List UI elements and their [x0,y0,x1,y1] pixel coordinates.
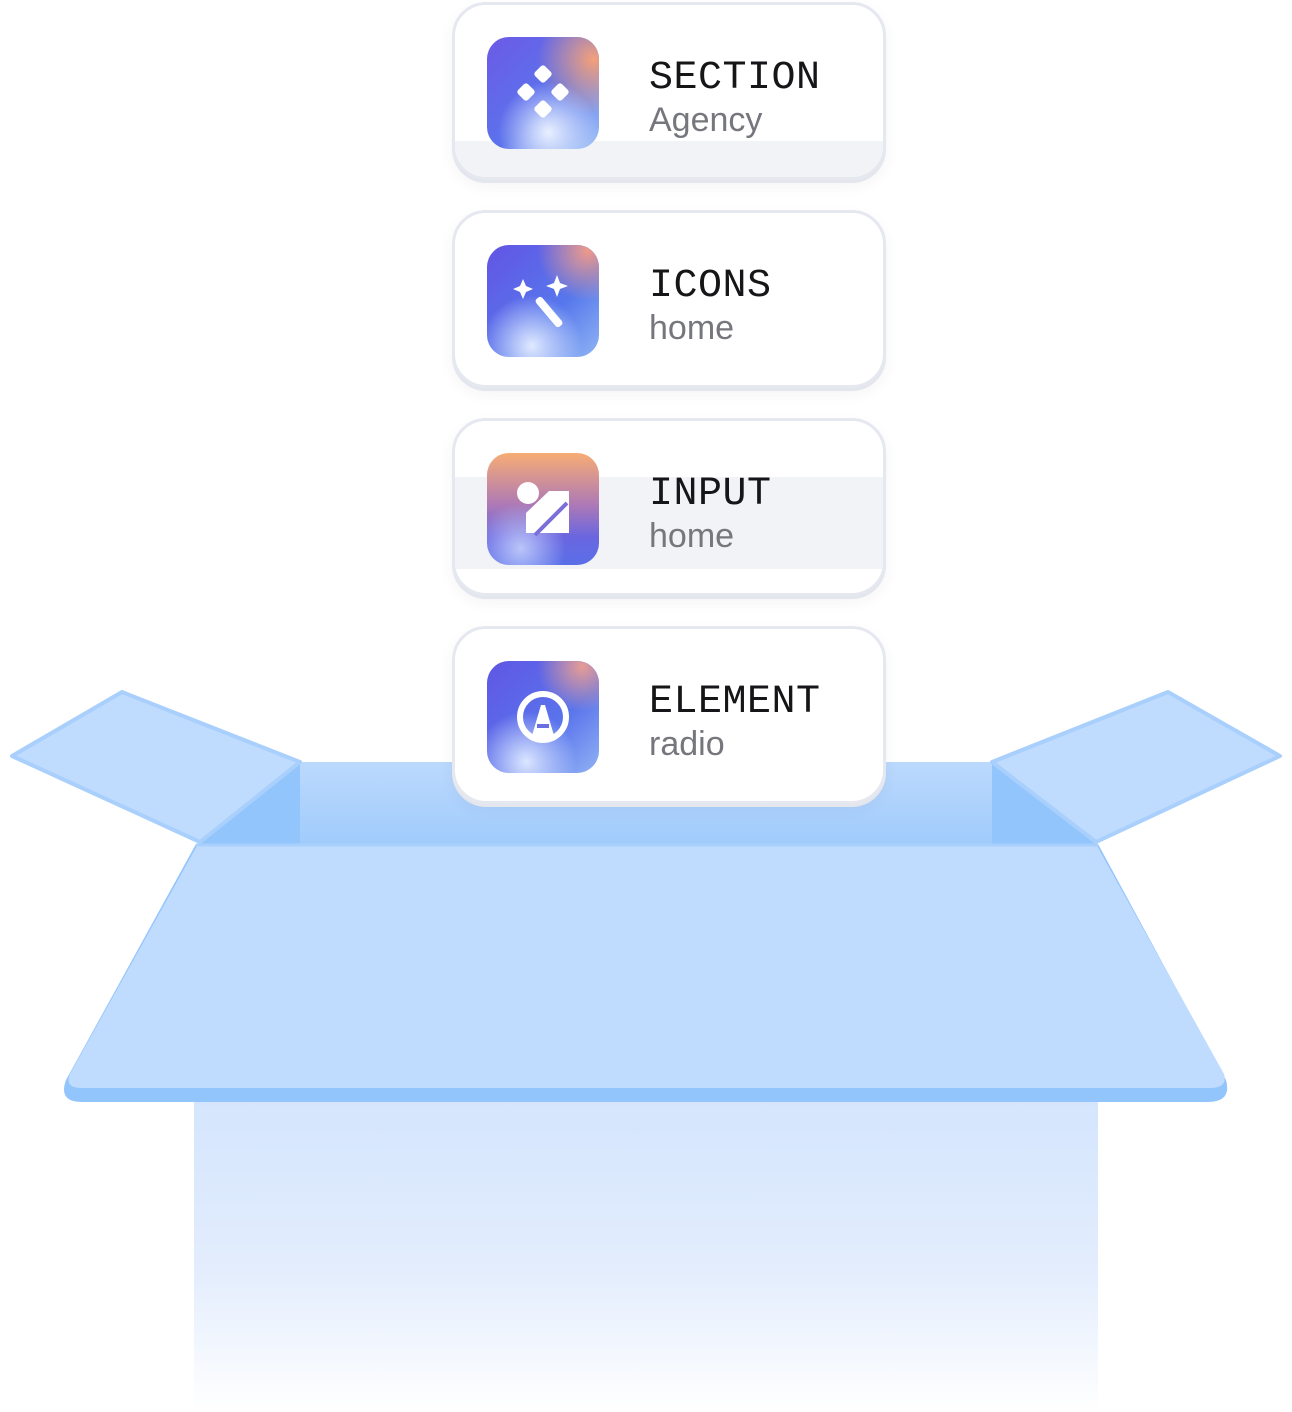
tile-shapes [487,453,599,565]
card-section[interactable]: SECTION Agency [452,2,886,180]
tile-radio [487,661,599,773]
tile-components-diamonds [487,37,599,149]
card-input[interactable]: INPUT home [452,418,886,596]
card-element[interactable]: ELEMENT radio [452,626,886,804]
magic-wand-icon [487,245,599,357]
tile-magic-wand [487,245,599,357]
card-title: ELEMENT [649,680,821,725]
box-left-flap [10,690,302,844]
card-title: ICONS [649,264,772,309]
card-subtitle: Agency [649,101,763,139]
card-subtitle: home [649,309,735,347]
card-title: INPUT [649,472,772,517]
card-title: SECTION [649,56,821,101]
shapes-icon [487,453,599,565]
card-subtitle: home [649,517,735,555]
box-right-flap [990,690,1282,844]
card-icons[interactable]: ICONS home [452,210,886,388]
card-subtitle: radio [649,725,725,763]
components-diamonds-icon [487,37,599,149]
radio-a-icon [487,661,599,773]
